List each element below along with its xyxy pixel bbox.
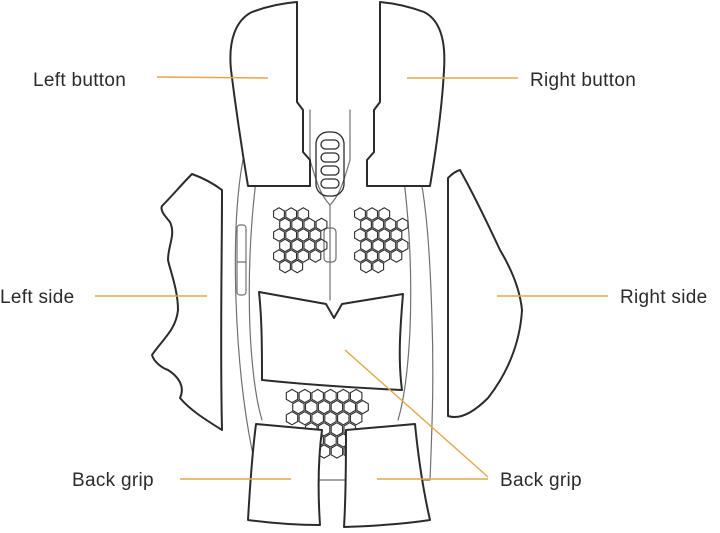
honeycomb-cell: [378, 228, 391, 242]
honeycomb-cell: [317, 422, 331, 437]
honeycomb-cell: [298, 388, 312, 404]
honeycomb-cell: [396, 217, 409, 232]
honeycomb-cell: [297, 207, 310, 221]
right-button-tape: [366, 1, 446, 187]
honeycomb-cell: [285, 249, 298, 263]
label-left-button: Left button: [33, 70, 126, 91]
scroll-wheel-housing: [315, 131, 345, 197]
honeycomb-cell: [354, 228, 366, 242]
honeycomb-cell: [324, 433, 337, 448]
honeycomb-cell: [372, 238, 385, 253]
honeycomb-cell: [372, 259, 385, 274]
honeycomb-cell: [390, 228, 403, 242]
scroll-wheel-rib: [320, 139, 340, 150]
right-side-tape: [447, 169, 523, 418]
honeycomb-cell: [372, 217, 385, 232]
honeycomb-cell: [360, 259, 372, 274]
scroll-wheel-rib: [320, 152, 340, 163]
left-side-tape: [151, 173, 223, 431]
honeycomb-cell: [330, 444, 344, 459]
scroll-wheel: [315, 131, 345, 197]
honeycomb-cell: [285, 410, 299, 426]
honeycomb-cell: [279, 217, 291, 232]
grip-tapes: [151, 1, 523, 528]
honeycomb-cell: [311, 410, 324, 426]
honeycomb-cell: [356, 399, 369, 415]
leader-lines: [95, 76, 608, 480]
honeycomb-cell: [285, 388, 299, 404]
honeycomb-pattern: [273, 207, 409, 459]
honeycomb-cell: [317, 399, 331, 415]
honeycomb-cell: [384, 217, 397, 232]
honeycomb-cell: [291, 259, 304, 274]
side-buttons-strip: [236, 224, 247, 296]
label-left-side: Left side: [0, 287, 75, 308]
honeycomb-cell: [285, 207, 298, 221]
honeycomb-cell: [303, 217, 316, 232]
honeycomb-cell: [360, 217, 372, 232]
honeycomb-cell: [366, 207, 379, 221]
honeycomb-cell: [315, 238, 328, 253]
honeycomb-cell: [349, 410, 363, 426]
honeycomb-cell: [337, 388, 350, 404]
honeycomb-cell: [343, 399, 357, 415]
honeycomb-cell: [378, 207, 391, 221]
honeycomb-cell: [304, 399, 318, 415]
honeycomb-cell: [279, 238, 291, 253]
honeycomb-cell: [309, 249, 322, 263]
scroll-wheel-rib: [320, 165, 340, 176]
mouse-body-inner-line-right: [397, 179, 412, 421]
honeycomb-cell: [366, 228, 379, 242]
label-right-side: Right side: [620, 287, 708, 308]
honeycomb-cell: [291, 217, 304, 232]
honeycomb-cell: [315, 217, 328, 232]
honeycomb-cell: [384, 238, 397, 253]
honeycomb-cell: [349, 388, 363, 404]
label-back-grip-left: Back grip: [72, 470, 154, 491]
honeycomb-cell: [303, 238, 316, 253]
left-button-tape: [229, 1, 311, 187]
dpi-button: [323, 227, 337, 263]
honeycomb-cell: [279, 259, 291, 274]
honeycomb-cell: [273, 249, 285, 263]
honeycomb-cell: [330, 399, 344, 415]
honeycomb-cell: [378, 249, 391, 263]
honeycomb-cell: [324, 388, 337, 404]
label-right-button: Right button: [530, 70, 636, 91]
honeycomb-cell: [366, 249, 379, 263]
honeycomb-cell: [390, 249, 403, 263]
honeycomb-cell: [297, 228, 310, 242]
honeycomb-cell: [337, 410, 350, 426]
leader-line-left-button: [156, 76, 269, 79]
honeycomb-cell: [292, 399, 305, 415]
honeycomb-cell: [354, 249, 366, 263]
top-back-grip-tape: [258, 291, 404, 391]
honeycomb-cell: [297, 249, 310, 263]
honeycomb-cell: [273, 228, 285, 242]
honeycomb-cell: [291, 238, 304, 253]
honeycomb-cell: [324, 410, 337, 426]
honeycomb-cell: [354, 207, 366, 221]
honeycomb-cell: [309, 228, 322, 242]
scroll-wheel-rib: [320, 178, 340, 189]
honeycomb-cell: [360, 238, 372, 253]
back-grip-left-tape: [247, 423, 323, 526]
honeycomb-cell: [311, 388, 324, 404]
honeycomb-cell: [285, 228, 298, 242]
honeycomb-cell: [396, 238, 409, 253]
honeycomb-cell: [330, 422, 344, 437]
leader-line-back-grip-diagonal: [344, 349, 489, 478]
labels: Left button Right button Left side Right…: [0, 70, 708, 491]
back-grip-right-tape: [343, 423, 431, 528]
honeycomb-cell: [273, 207, 285, 221]
mouse-body-inner-line: [248, 179, 263, 421]
label-back-grip-right: Back grip: [500, 470, 582, 491]
honeycomb-cell: [298, 410, 312, 426]
